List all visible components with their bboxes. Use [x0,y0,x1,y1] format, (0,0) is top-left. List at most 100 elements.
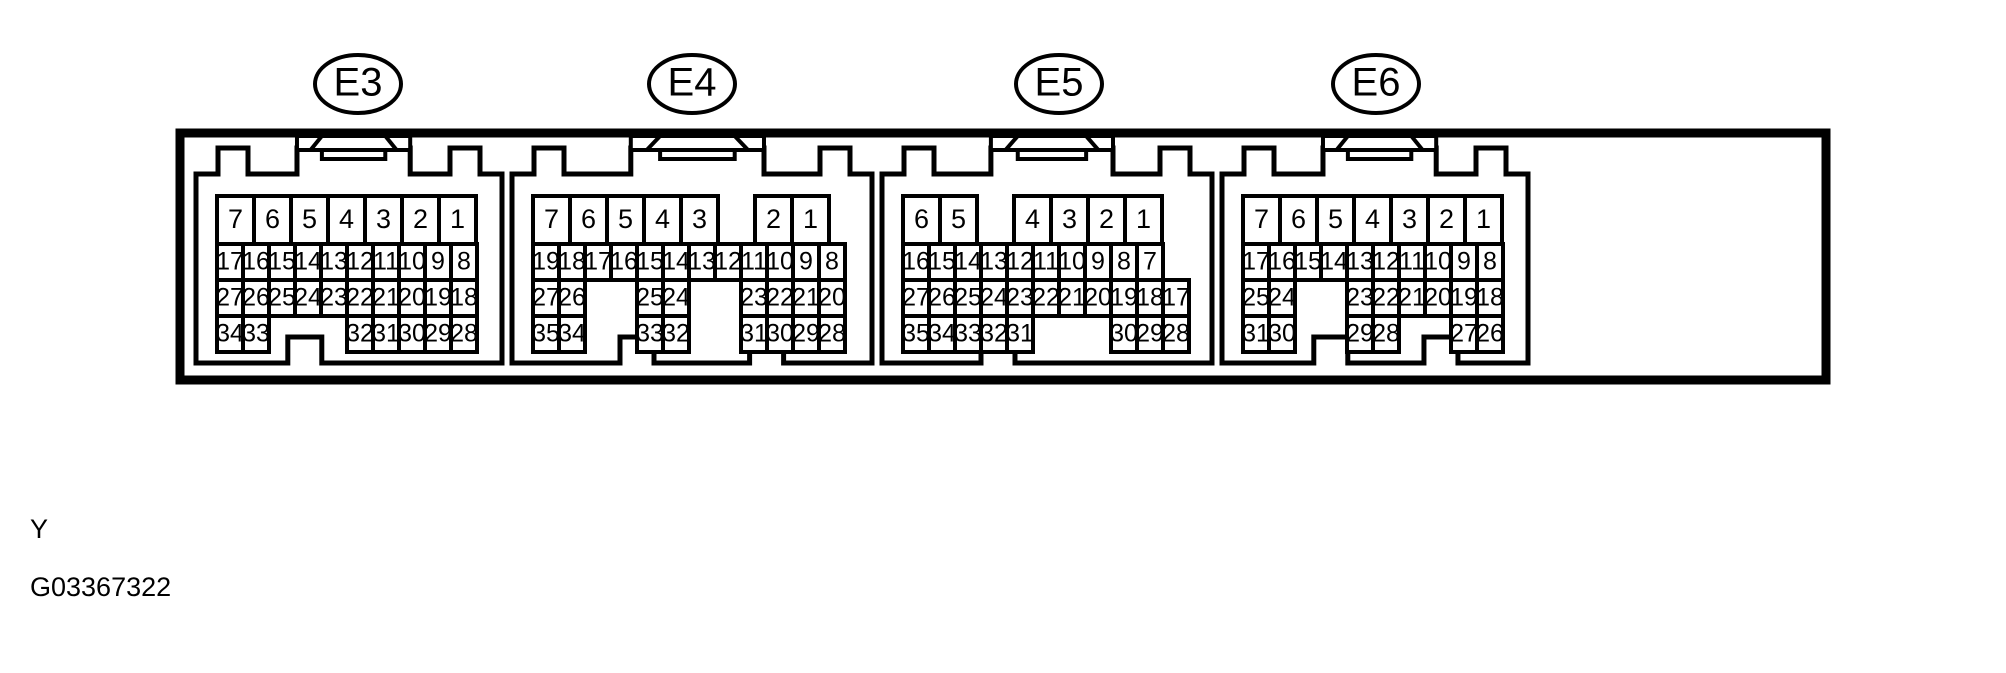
pin-cell[interactable]: 32 [979,314,1009,354]
pin-cell-box[interactable] [1352,194,1393,246]
pin-cell-box[interactable] [1049,194,1090,246]
pin-cell[interactable]: 8 [817,242,847,282]
pin-cell-box[interactable] [1005,314,1035,354]
pin-cell[interactable]: 19 [1109,278,1139,318]
pin-cell[interactable]: 21 [791,278,821,318]
pin-cell[interactable]: 15 [927,242,957,282]
pin-cell-box[interactable] [449,314,479,354]
pin-cell[interactable]: 22 [345,278,375,318]
pin-cell[interactable]: 22 [1371,278,1401,318]
pin-cell-box[interactable] [1161,314,1191,354]
pin-cell[interactable]: 30 [765,314,795,354]
pin-cell[interactable]: 23 [1005,278,1035,318]
pin-cell[interactable]: 9 [1449,242,1479,282]
pin-cell[interactable]: 2 [753,194,794,246]
pin-cell[interactable]: 17 [1161,278,1191,318]
pin-cell-box[interactable] [739,314,769,354]
pin-cell-box[interactable] [1475,278,1505,318]
pin-cell[interactable]: 8 [1475,242,1505,282]
pin-cell-box[interactable] [1109,278,1139,318]
pin-cell[interactable]: 14 [1319,242,1349,282]
pin-cell[interactable]: 27 [1449,314,1479,354]
pin-cell[interactable]: 29 [1345,314,1375,354]
pin-cell[interactable]: 19 [1449,278,1479,318]
pin-cell-box[interactable] [423,242,453,282]
pin-cell[interactable]: 32 [661,314,691,354]
pin-cell-box[interactable] [1135,314,1165,354]
pin-cell[interactable]: 27 [215,278,245,318]
pin-cell[interactable]: 3 [1049,194,1090,246]
pin-cell[interactable]: 1 [1123,194,1164,246]
pin-cell[interactable]: 12 [1005,242,1035,282]
pin-cell[interactable]: 20 [1083,278,1113,318]
pin-cell[interactable]: 13 [979,242,1009,282]
pin-cell[interactable]: 5 [289,194,330,246]
pin-cell[interactable]: 35 [531,314,561,354]
pin-cell[interactable]: 12 [713,242,743,282]
pin-cell[interactable]: 7 [1135,242,1165,282]
pin-cell[interactable]: 4 [1352,194,1393,246]
pin-cell[interactable]: 26 [1475,314,1505,354]
pin-cell[interactable]: 6 [1278,194,1319,246]
pin-cell[interactable]: 31 [1241,314,1271,354]
pin-cell[interactable]: 20 [397,278,427,318]
pin-cell[interactable]: 11 [1397,242,1427,282]
pin-cell[interactable]: 8 [449,242,479,282]
pin-cell[interactable]: 24 [979,278,1009,318]
pin-cell[interactable]: 6 [901,194,942,246]
pin-cell[interactable]: 11 [1031,242,1061,282]
pin-cell[interactable]: 9 [1083,242,1113,282]
pin-cell[interactable]: 16 [901,242,931,282]
pin-cell[interactable]: 10 [765,242,795,282]
pin-cell[interactable]: 29 [423,314,453,354]
pin-cell[interactable]: 33 [953,314,983,354]
pin-cell[interactable]: 32 [345,314,375,354]
pin-cell-box[interactable] [531,242,561,282]
pin-cell[interactable]: 25 [1241,278,1271,318]
pin-cell-box[interactable] [397,242,427,282]
pin-cell[interactable]: 5 [1315,194,1356,246]
pin-cell[interactable]: 11 [739,242,769,282]
pin-cell-box[interactable] [661,278,691,318]
pin-cell[interactable]: 25 [635,278,665,318]
pin-cell[interactable]: 4 [1012,194,1053,246]
pin-cell[interactable]: 2 [1426,194,1467,246]
pin-cell[interactable]: 31 [371,314,401,354]
pin-cell-box[interactable] [791,314,821,354]
pin-cell[interactable]: 10 [1423,242,1453,282]
pin-cell[interactable]: 28 [817,314,847,354]
pin-cell[interactable]: 17 [1241,242,1271,282]
pin-cell[interactable]: 31 [739,314,769,354]
pin-cell[interactable]: 24 [1267,278,1297,318]
pin-cell[interactable]: 15 [635,242,665,282]
pin-cell[interactable]: 28 [449,314,479,354]
pin-cell[interactable]: 34 [557,314,587,354]
pin-cell[interactable]: 6 [252,194,293,246]
pin-cell-box[interactable] [1475,314,1505,354]
pin-cell[interactable]: 30 [397,314,427,354]
pin-cell[interactable]: 16 [241,242,271,282]
pin-cell-box[interactable] [927,314,957,354]
pin-cell[interactable]: 20 [817,278,847,318]
pin-cell[interactable]: 12 [1371,242,1401,282]
pin-cell[interactable]: 27 [901,278,931,318]
pin-cell[interactable]: 1 [437,194,478,246]
pin-cell[interactable]: 16 [1267,242,1297,282]
pin-cell[interactable]: 2 [400,194,441,246]
pin-cell-box[interactable] [661,314,691,354]
pin-cell[interactable]: 7 [531,194,572,246]
pin-cell[interactable]: 24 [293,278,323,318]
pin-cell[interactable]: 31 [1005,314,1035,354]
pin-cell[interactable]: 28 [1371,314,1401,354]
pin-cell-box[interactable] [1267,314,1297,354]
pin-cell[interactable]: 5 [605,194,646,246]
pin-cell[interactable]: 19 [423,278,453,318]
pin-cell[interactable]: 25 [267,278,297,318]
pin-cell[interactable]: 19 [531,242,561,282]
pin-cell[interactable]: 34 [215,314,245,354]
pin-cell[interactable]: 6 [568,194,609,246]
pin-cell[interactable]: 18 [449,278,479,318]
pin-cell[interactable]: 33 [635,314,665,354]
pin-cell-box[interactable] [1135,242,1165,282]
pin-cell-box[interactable] [345,314,375,354]
